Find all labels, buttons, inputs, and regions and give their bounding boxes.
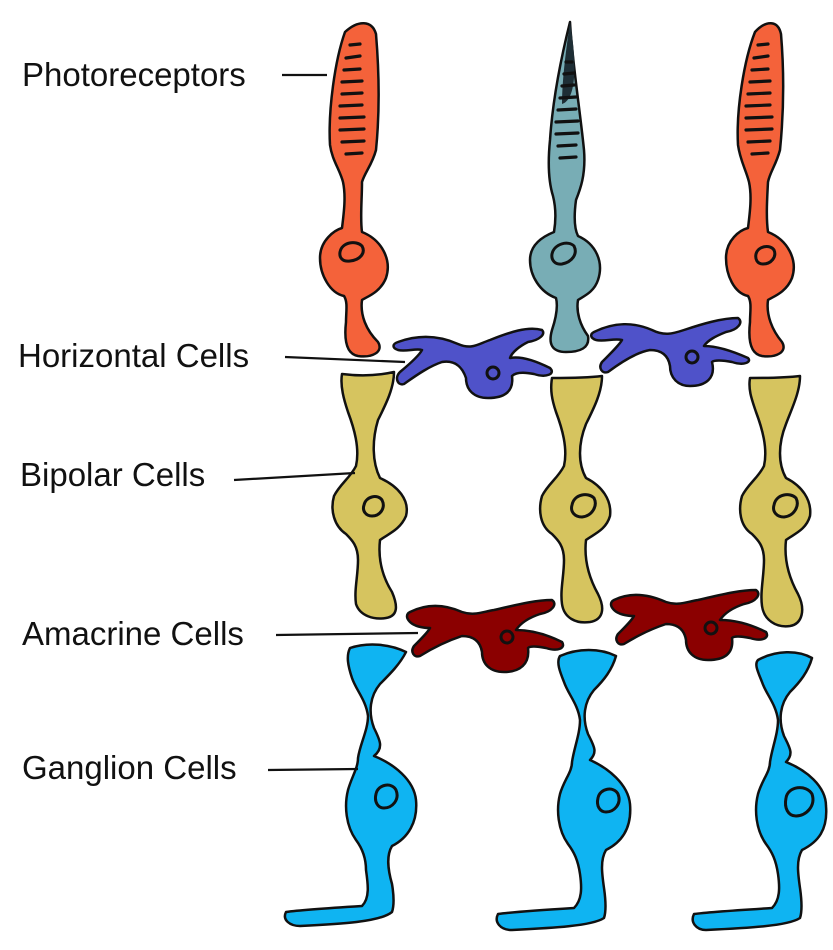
bipolar-cell-middle: [538, 374, 612, 624]
label-photoreceptors: Photoreceptors: [22, 56, 246, 93]
photoreceptor-cone-middle: [528, 20, 602, 354]
amacrine-cell-right-nucleus: [703, 620, 719, 636]
bipolar-cell-left-body: [331, 370, 409, 620]
ganglion-cell-right: [691, 651, 828, 932]
horizontal-cell-left: [392, 327, 553, 400]
bipolar-cell-left: [331, 370, 409, 620]
amacrine-cells-leader-line: [275, 631, 419, 637]
horizontal-cell-left-body: [392, 327, 553, 400]
bipolar-cell-left-nucleus: [362, 495, 385, 518]
bipolar-cells-leader-line: [233, 471, 356, 482]
bipolar-cell-right: [738, 374, 812, 628]
rod-right-body: [724, 22, 795, 358]
amacrine-cell-right: [609, 588, 769, 662]
photoreceptor-rod-right: [724, 22, 795, 358]
horizontal-cell-right: [590, 316, 751, 388]
horizontal-cell-left-nucleus: [485, 365, 501, 381]
ganglion-cell-middle-nucleus: [596, 787, 621, 814]
amacrine-cell-left-nucleus: [499, 629, 515, 645]
amacrine-cell-left-body: [405, 598, 565, 674]
ganglion-cell-left-nucleus: [374, 783, 399, 810]
amacrine-cell-right-body: [609, 588, 769, 662]
ganglion-cell-right-nucleus: [784, 786, 815, 818]
horizontal-cell-right-nucleus: [684, 349, 700, 365]
ganglion-cell-left-body: [283, 643, 418, 928]
bipolar-cell-middle-nucleus: [570, 493, 597, 519]
cone-middle-discs: [554, 60, 580, 160]
horizontal-cells-leader-line: [284, 355, 406, 364]
photoreceptor-rod-left: [318, 22, 389, 358]
label-bipolar-cells: Bipolar Cells: [20, 456, 205, 493]
ganglion-cells-leader-line: [267, 767, 359, 772]
ganglion-cell-left: [283, 643, 418, 928]
bipolar-cell-right-nucleus: [772, 493, 799, 519]
cone-middle-body: [528, 20, 602, 354]
label-amacrine-cells: Amacrine Cells: [22, 615, 244, 652]
ganglion-cell-middle-body: [495, 648, 632, 932]
label-ganglion-cells: Ganglion Cells: [22, 749, 237, 786]
rod-right-discs: [744, 42, 774, 156]
horizontal-cell-right-body: [590, 316, 751, 388]
rod-left-discs: [338, 42, 366, 156]
rod-right-nucleus: [754, 245, 777, 266]
cone-middle-nucleus: [550, 241, 577, 266]
ganglion-cell-right-body: [691, 651, 828, 932]
amacrine-cell-left: [405, 598, 565, 674]
ganglion-cell-middle: [495, 648, 632, 932]
rod-left-nucleus: [338, 241, 365, 263]
label-horizontal-cells: Horizontal Cells: [18, 337, 249, 374]
rod-left-body: [318, 22, 389, 358]
